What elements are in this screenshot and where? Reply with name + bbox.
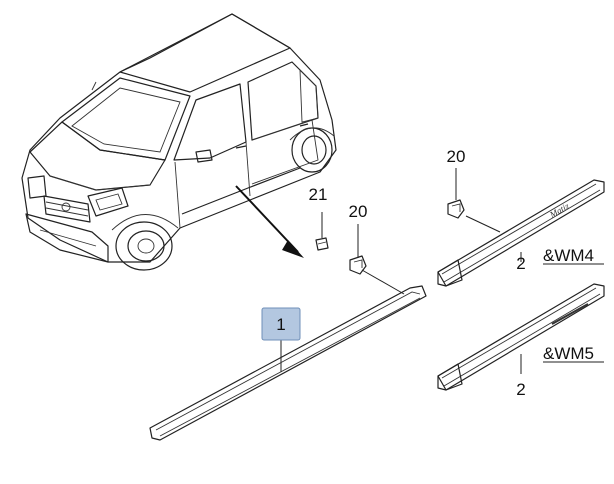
main-molding-part bbox=[149, 269, 427, 441]
variant-label-wm5: &WM5 bbox=[543, 344, 594, 363]
callout-clip-upper: 20 bbox=[447, 147, 466, 166]
wm4-molding-part: Matiz bbox=[437, 179, 605, 287]
callout-molding-wm5: 2 bbox=[516, 380, 525, 399]
callout-molding-main: 1 bbox=[276, 315, 285, 334]
wm5-molding-part bbox=[437, 283, 605, 391]
svg-text:Matiz: Matiz bbox=[547, 201, 571, 221]
callout-screw: 21 bbox=[309, 185, 328, 204]
clip-lower-part bbox=[349, 224, 367, 275]
variant-label-wm4: &WM4 bbox=[543, 246, 594, 265]
callout-molding-wm4: 2 bbox=[516, 254, 525, 273]
location-arrow bbox=[235, 185, 304, 258]
car-illustration bbox=[21, 13, 337, 271]
part-number-highlight bbox=[261, 307, 301, 341]
screw-part bbox=[315, 212, 329, 251]
callout-clip-lower: 20 bbox=[349, 202, 368, 221]
clip-upper-part bbox=[447, 168, 501, 233]
